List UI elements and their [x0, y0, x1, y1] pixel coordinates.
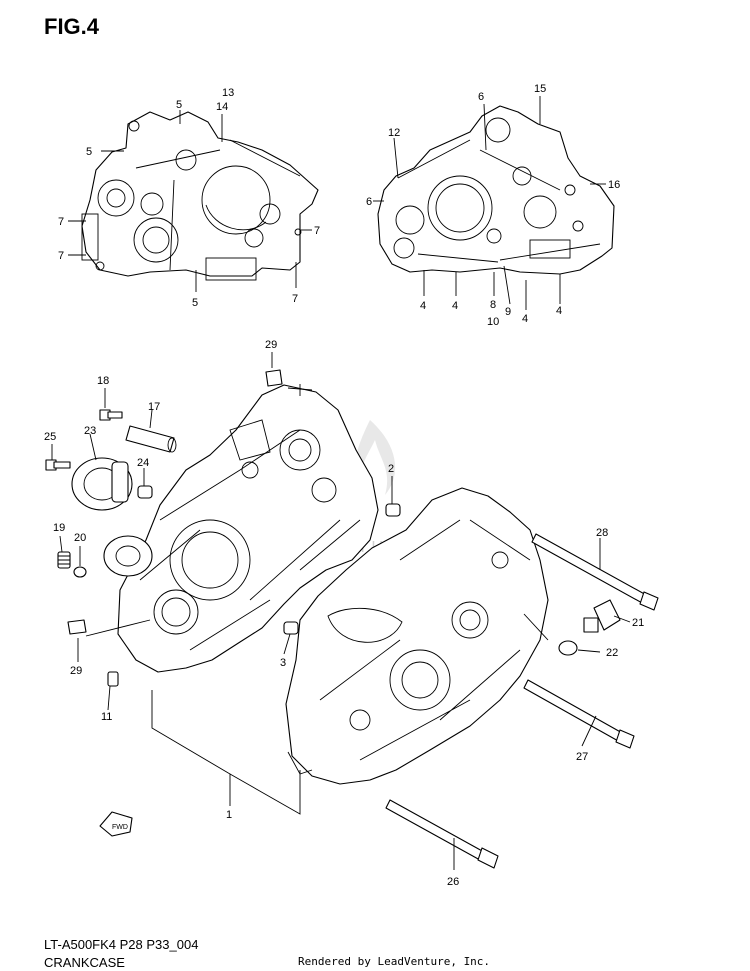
- callout-4: 4: [522, 313, 528, 325]
- seal-23: [71, 457, 133, 511]
- callout-4: 4: [452, 300, 458, 312]
- callout-19: 19: [53, 522, 65, 534]
- callout-10: 10: [487, 316, 499, 328]
- callout-5: 5: [86, 146, 92, 158]
- assembly-name: CRANKCASE: [44, 955, 125, 970]
- callout-29: 29: [70, 665, 82, 677]
- callout-13: 13: [222, 87, 234, 99]
- callout-7: 7: [292, 293, 298, 305]
- callout-7: 7: [314, 225, 320, 237]
- crankcase-half-right-view: [377, 105, 615, 275]
- callout-17: 17: [148, 401, 160, 413]
- bolt-28: [531, 533, 659, 611]
- figure-title: FIG.4: [44, 14, 100, 39]
- callout-4: 4: [420, 300, 426, 312]
- leader-lines: [51, 96, 631, 870]
- callout-29: 29: [265, 339, 277, 351]
- callout-18: 18: [97, 375, 109, 387]
- callout-labels: 13 14 5 5 7 7 7 5 7 6 15 12 6 16 4 4 8 9…: [44, 83, 644, 888]
- callout-27: 27: [576, 751, 588, 763]
- callout-5: 5: [176, 99, 182, 111]
- filler-cap-21: [583, 599, 621, 633]
- callout-1: 1: [226, 809, 232, 821]
- callout-22: 22: [606, 647, 618, 659]
- fwd-arrow: FWD: [99, 811, 133, 837]
- svg-text:FWD: FWD: [112, 824, 128, 831]
- callout-11: 11: [101, 711, 112, 723]
- plug-19: [57, 551, 71, 569]
- callout-26: 26: [447, 876, 459, 888]
- callout-6: 6: [478, 91, 484, 103]
- callout-23: 23: [84, 425, 96, 437]
- callout-7: 7: [58, 250, 64, 262]
- callout-3: 3: [280, 657, 286, 669]
- callout-25: 25: [44, 431, 56, 443]
- callout-7: 7: [58, 216, 64, 228]
- callout-12: 12: [388, 127, 400, 139]
- callout-16: 16: [608, 179, 620, 191]
- bolt-27: [523, 679, 635, 749]
- dowel-24: [137, 485, 153, 499]
- callout-24: 24: [137, 457, 149, 469]
- plug-11: [107, 671, 119, 687]
- callout-9: 9: [505, 306, 511, 318]
- crankcase-rear-half: [285, 487, 549, 785]
- bolt-25: [45, 459, 71, 471]
- bolt-18: [99, 409, 123, 421]
- callout-8: 8: [490, 299, 496, 311]
- crankcase-front-half: [117, 384, 379, 673]
- gasket-20: [73, 566, 87, 578]
- oil-seal-ring: [103, 535, 153, 577]
- cap-29-lower: [67, 619, 87, 635]
- render-credit: Rendered by LeadVenture, Inc.: [298, 955, 491, 968]
- callout-4: 4: [556, 305, 562, 317]
- pipe-17: [125, 425, 177, 453]
- cap-29-upper: [265, 369, 283, 387]
- callout-2: 2: [388, 463, 394, 475]
- o-ring-22: [558, 640, 578, 656]
- dowel-2: [385, 503, 401, 517]
- dowel-3: [283, 621, 299, 635]
- callout-14: 14: [216, 101, 228, 113]
- callout-28: 28: [596, 527, 608, 539]
- crankcase-half-left-view: [81, 111, 319, 281]
- callout-20: 20: [74, 532, 86, 544]
- model-code: LT-A500FK4 P28 P33_004: [44, 937, 199, 952]
- bolt-26: [385, 799, 499, 869]
- callout-15: 15: [534, 83, 546, 95]
- callout-6: 6: [366, 196, 372, 208]
- callout-21: 21: [632, 617, 644, 629]
- callout-5: 5: [192, 297, 198, 309]
